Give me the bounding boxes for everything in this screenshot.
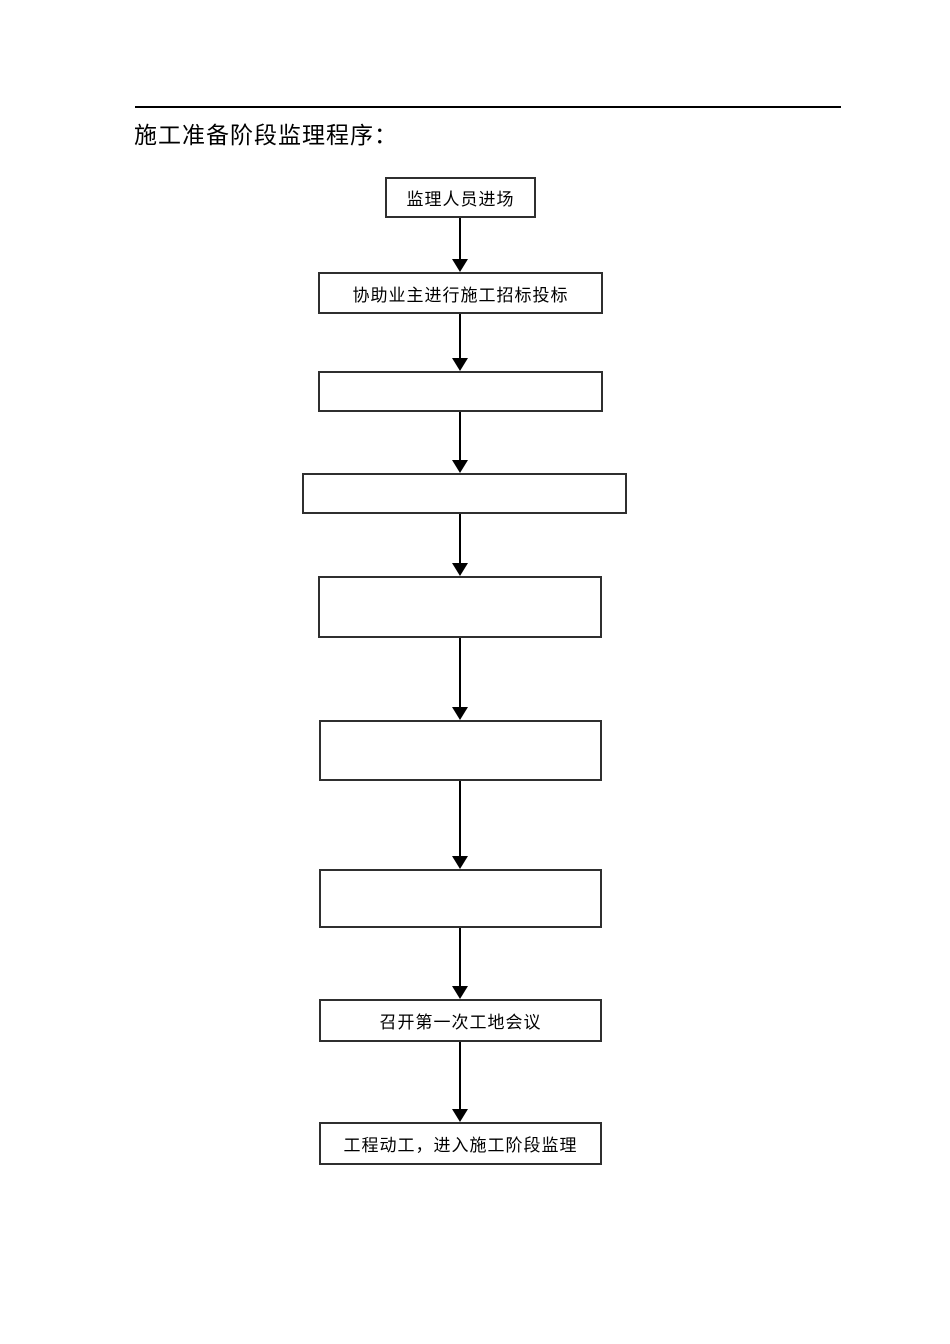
flow-node-assist-bidding: 协助业主进行施工招标投标	[318, 272, 603, 314]
flow-node-label: 工程动工，进入施工阶段监理	[343, 1136, 578, 1155]
arrowhead-down-icon	[452, 259, 468, 272]
flow-node-empty-4	[319, 720, 602, 781]
flow-node-empty-1	[318, 371, 603, 412]
arrowhead-down-icon	[452, 1109, 468, 1122]
header-rule	[135, 106, 841, 108]
arrowhead-down-icon	[452, 358, 468, 371]
flow-arrow	[452, 1042, 468, 1122]
arrow-stem	[459, 412, 461, 461]
arrow-stem	[459, 514, 461, 564]
flow-node-empty-5	[319, 869, 602, 928]
arrowhead-down-icon	[452, 707, 468, 720]
arrowhead-down-icon	[452, 460, 468, 473]
page-title: 施工准备阶段监理程序：	[134, 123, 398, 148]
flow-arrow	[452, 314, 468, 371]
arrow-stem	[459, 638, 461, 708]
flow-arrow	[452, 781, 468, 869]
flow-node-label: 召开第一次工地会议	[379, 1013, 542, 1032]
flow-arrow	[452, 514, 468, 576]
arrowhead-down-icon	[452, 856, 468, 869]
flow-arrow	[452, 638, 468, 720]
arrow-stem	[459, 928, 461, 987]
flow-node-construction-start: 工程动工，进入施工阶段监理	[319, 1122, 602, 1165]
arrow-stem	[459, 1042, 461, 1110]
arrow-stem	[459, 781, 461, 857]
flow-arrow	[452, 218, 468, 272]
arrowhead-down-icon	[452, 563, 468, 576]
flow-arrow	[452, 412, 468, 473]
flow-node-label: 协助业主进行施工招标投标	[352, 285, 569, 305]
arrowhead-down-icon	[452, 986, 468, 999]
flow-node-label: 监理人员进场	[406, 190, 515, 209]
flow-node-supervision-entry: 监理人员进场	[385, 177, 536, 218]
arrow-stem	[459, 314, 461, 359]
flow-node-empty-3	[318, 576, 602, 638]
flow-node-empty-2	[302, 473, 627, 514]
flow-arrow	[452, 928, 468, 999]
arrow-stem	[459, 218, 461, 260]
flow-node-first-site-meeting: 召开第一次工地会议	[319, 999, 602, 1042]
